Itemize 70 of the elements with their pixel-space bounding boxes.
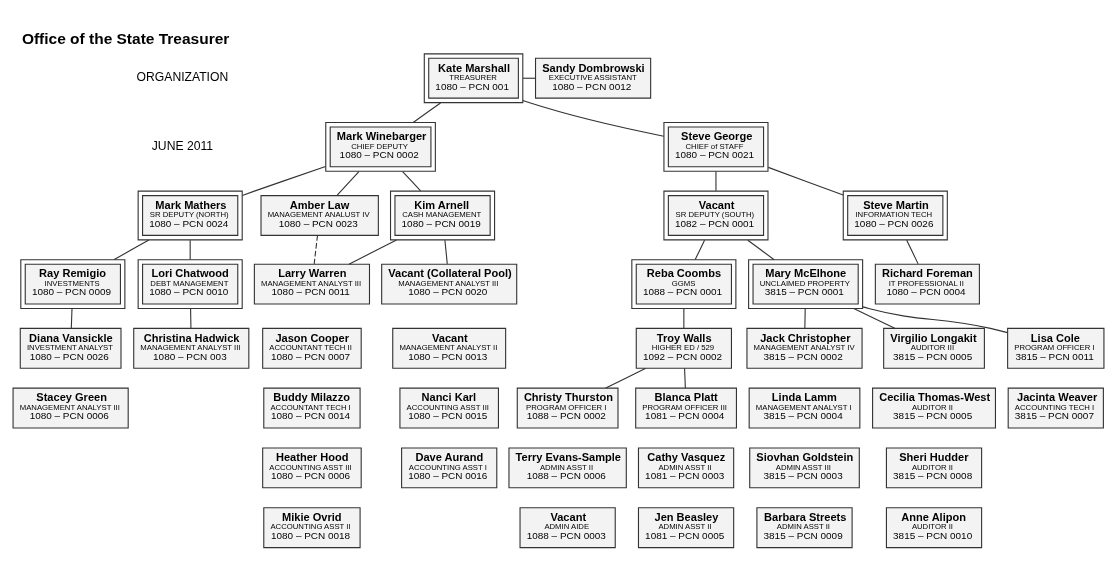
node-box: Diana Vansickle INVESTMENT ANALYST 1080 – PCN 0026 — [19, 327, 122, 369]
node-box: Jack Christopher MANAGEMENT ANALYST IV 3815 – PCN 0002 — [746, 327, 863, 369]
node-box: Mary McElhone UNCLAIMED PROPERTY 3815 – PCN 0001 — [748, 259, 864, 310]
connector — [70, 308, 73, 329]
node-box: Nanci Karl ACCOUNTING ASST III 1080 – PCN 0015 — [399, 387, 499, 429]
connector — [402, 171, 422, 192]
node-box: Stacey Green MANAGEMENT ANALYST III 1080 – PCN 0006 — [12, 387, 129, 429]
node-box: Vacant SR DEPUTY (SOUTH) 1082 – PCN 0001 — [663, 190, 769, 241]
node-box: Sandy Dombrowski EXECUTIVE ASSISTANT 1080 – PCN 0012 — [534, 57, 652, 99]
node-box: Buddy Milazzo ACCOUNTANT TECH I 1080 – PCN 0014 — [263, 387, 361, 429]
node-box: Christy Thurston PROGRAM OFFICER I 1088 – PCN 0002 — [516, 387, 619, 429]
connector — [336, 171, 360, 196]
node-box: Dave Aurand ACCOUNTING ASST I 1080 – PCN 0016 — [401, 447, 498, 489]
node-box: Lori Chatwood DEBT MANAGEMENT 1080 – PCN 0010 — [137, 259, 243, 310]
connector — [767, 166, 844, 196]
node-box: Cathy Vasquez ADMIN ASST II 1081 – PCN 0003 — [637, 447, 735, 489]
node-box: Barbara Streets ADMIN ASST II 3815 – PCN 0009 — [756, 507, 853, 549]
node-box: Sheri Hudder AUDITOR II 3815 – PCN 0008 — [885, 447, 983, 489]
node-box: Mark Mathers SR DEPUTY (NORTH) 1080 – PCN 0024 — [137, 190, 243, 241]
node-box: Mikie Ovrid ACCOUNTING ASST II 1080 – PCN 0018 — [263, 507, 361, 549]
node-box: Vacant ADMIN AIDE 1088 – PCN 0003 — [519, 507, 616, 549]
node-box: Terry Evans-Sample ADMIN ASST II 1088 – PCN 0006 — [508, 447, 627, 489]
connector — [853, 307, 896, 329]
node-box: Troy Walls HIGHER ED / 529 1092 – PCN 0002 — [635, 327, 732, 369]
connector — [747, 239, 775, 261]
node-box: Amber Law MANAGEMENT ANALUST IV 1080 – PCN 0023 — [260, 195, 379, 236]
node-box: Mark Winebarger CHIEF DEPUTY 1080 – PCN 0002 — [325, 121, 436, 172]
node-box: Vacant (Collateral Pool) MANAGEMENT ANALYST III 1080 – PCN 0020 — [381, 263, 518, 305]
node-box: Lisa Cole PROGRAM OFFICER I 3815 – PCN 0011 — [1007, 327, 1105, 369]
connector — [862, 306, 1008, 334]
connector — [348, 239, 398, 265]
diagram-title: Office of the State Treasurer — [21, 30, 230, 48]
node-box: Heather Hood ACCOUNTING ASST III 1080 – PCN 0006 — [262, 447, 362, 489]
connector — [412, 102, 442, 123]
node-box: Virgilio Longakit AUDITOR III 3815 – PCN 0005 — [883, 327, 985, 369]
connector — [113, 239, 150, 261]
connector — [241, 166, 327, 196]
node-box: Reba Coombs GGMS 1088 – PCN 0001 — [631, 259, 737, 310]
node-box: Ray Remigio INVESTMENTS 1080 – PCN 0009 — [20, 259, 126, 310]
node-box: Jen Beasley ADMIN ASST II 1081 – PCN 0005 — [637, 507, 735, 549]
connector — [605, 367, 647, 389]
label: ORGANIZATION — [136, 70, 229, 85]
connector — [190, 308, 192, 329]
connector — [522, 77, 536, 79]
label: JUNE 2011 — [151, 138, 214, 153]
connector — [522, 100, 665, 137]
connector — [683, 308, 685, 329]
node-box: Anne Alipon AUDITOR II 3815 – PCN 0010 — [885, 507, 983, 549]
node-box: Blanca Platt PROGRAM OFFICER III 1081 – PCN 0004 — [635, 387, 737, 429]
node-box: Kate Marshall TREASURER 1080 – PCN 001 — [423, 53, 524, 104]
connector — [684, 367, 686, 389]
node-box: Jacinta Weaver ACCOUNTING TECH I 3815 – PCN 0007 — [1007, 387, 1104, 429]
node-box: Richard Foreman IT PROFESSIONAL II 1080 – PCN 0004 — [874, 263, 980, 305]
node-box: Siovhan Goldstein ADMIN ASST III 3815 – PCN 0003 — [749, 447, 860, 489]
connector — [906, 239, 919, 265]
connector — [804, 308, 806, 329]
node-box: Vacant MANAGEMENT ANALYST II 1080 – PCN 0013 — [392, 327, 507, 369]
node-box: Christina Hadwick MANAGEMENT ANALYST III 1080 – PCN 003 — [133, 327, 250, 369]
node-box: Kim Arnell CASH MANAGEMENT 1080 – PCN 0019 — [389, 190, 496, 241]
node-box: Larry Warren MANAGEMENT ANALYST III 1080 – PCN 0011 — [253, 263, 371, 305]
node-box: Linda Lamm MANAGEMENT ANALYST I 3815 – PCN 0004 — [748, 387, 861, 429]
connector — [444, 239, 448, 265]
node-box: Steve Martin INFORMATION TECH 1080 – PCN 0026 — [842, 190, 948, 241]
connector — [313, 234, 319, 265]
connector — [715, 171, 717, 192]
node-box: Steve George CHIEF of STAFF 1080 – PCN 0021 — [663, 121, 769, 172]
node-box: Jason Cooper ACCOUNTANT TECH II 1080 – PCN 0007 — [262, 327, 362, 369]
connector — [189, 239, 191, 261]
connector — [694, 239, 706, 261]
node-box: Cecilia Thomas-West AUDITOR II 3815 – PCN 0005 — [872, 387, 996, 429]
